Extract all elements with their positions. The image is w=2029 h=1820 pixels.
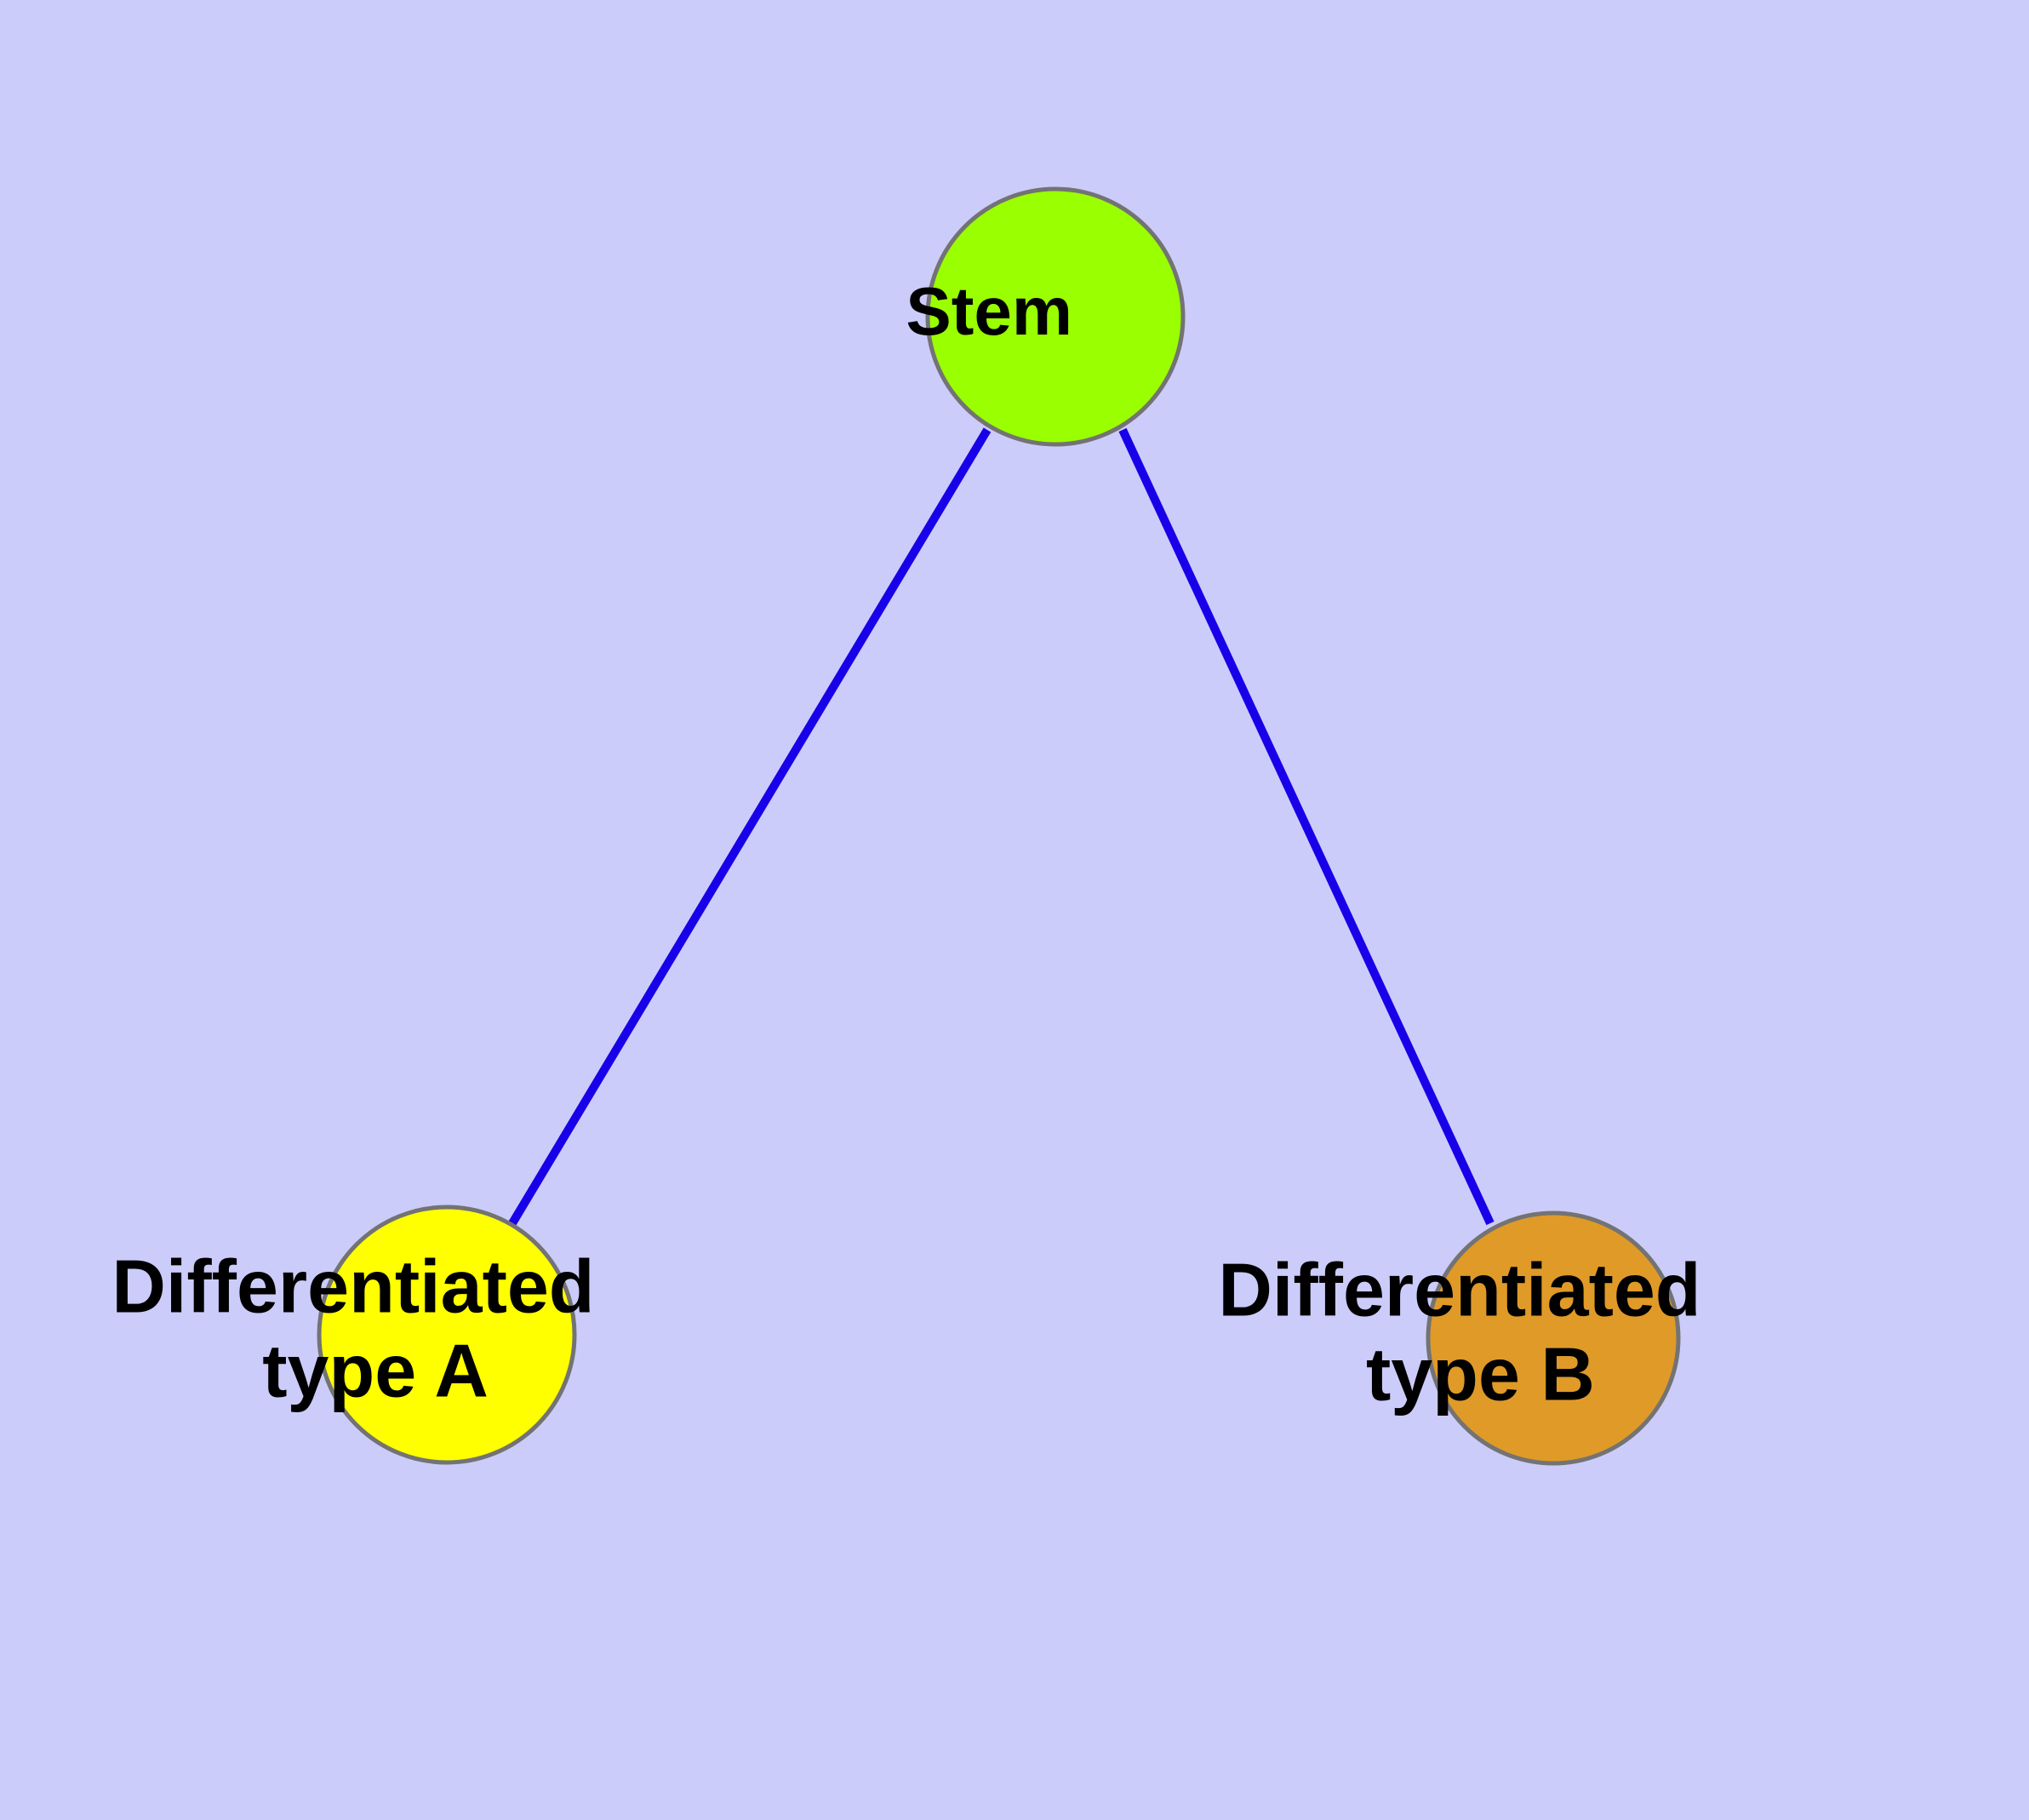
node-label-stem: Stem — [0, 0, 1205, 349]
node-label-differentiated-type-a: Differentiated type A — [0, 0, 782, 1413]
node-label-a-line2: type A — [262, 1329, 487, 1413]
edge-stem-to-differentiated-type-a[interactable] — [508, 427, 992, 1226]
edge-layer — [508, 427, 1495, 1226]
label-layer: Stem Differentiated type A Differentiate… — [0, 0, 1700, 1417]
node-differentiated-type-a[interactable] — [317, 1205, 577, 1465]
node-differentiated-type-b[interactable] — [1426, 1210, 1681, 1466]
node-label-stem-line1: Stem — [906, 273, 1072, 349]
node-layer — [317, 186, 1681, 1466]
edge-stem-to-differentiated-type-b[interactable] — [1118, 427, 1495, 1226]
node-label-differentiated-type-b: Differentiated type B — [1218, 1248, 1700, 1417]
node-label-a-line1: Differentiated — [111, 1245, 594, 1329]
node-label-b-line2: type B — [1366, 1332, 1595, 1417]
node-stem[interactable] — [925, 186, 1186, 447]
node-label-b-line1: Differentiated — [1218, 1248, 1700, 1332]
